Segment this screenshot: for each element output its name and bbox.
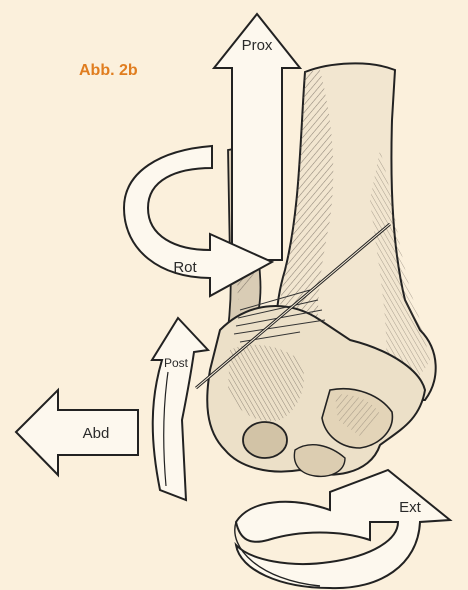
post-arrow: Post (152, 318, 208, 500)
abd-arrow: Abd (16, 390, 138, 475)
prox-arrow: Prox (214, 14, 300, 260)
rot-label: Rot (173, 259, 197, 276)
ext-arrow: Ext (235, 470, 450, 588)
post-label: Post (164, 356, 189, 370)
abd-label: Abd (83, 425, 110, 442)
ext-label: Ext (399, 499, 422, 516)
prox-label: Prox (242, 37, 273, 54)
